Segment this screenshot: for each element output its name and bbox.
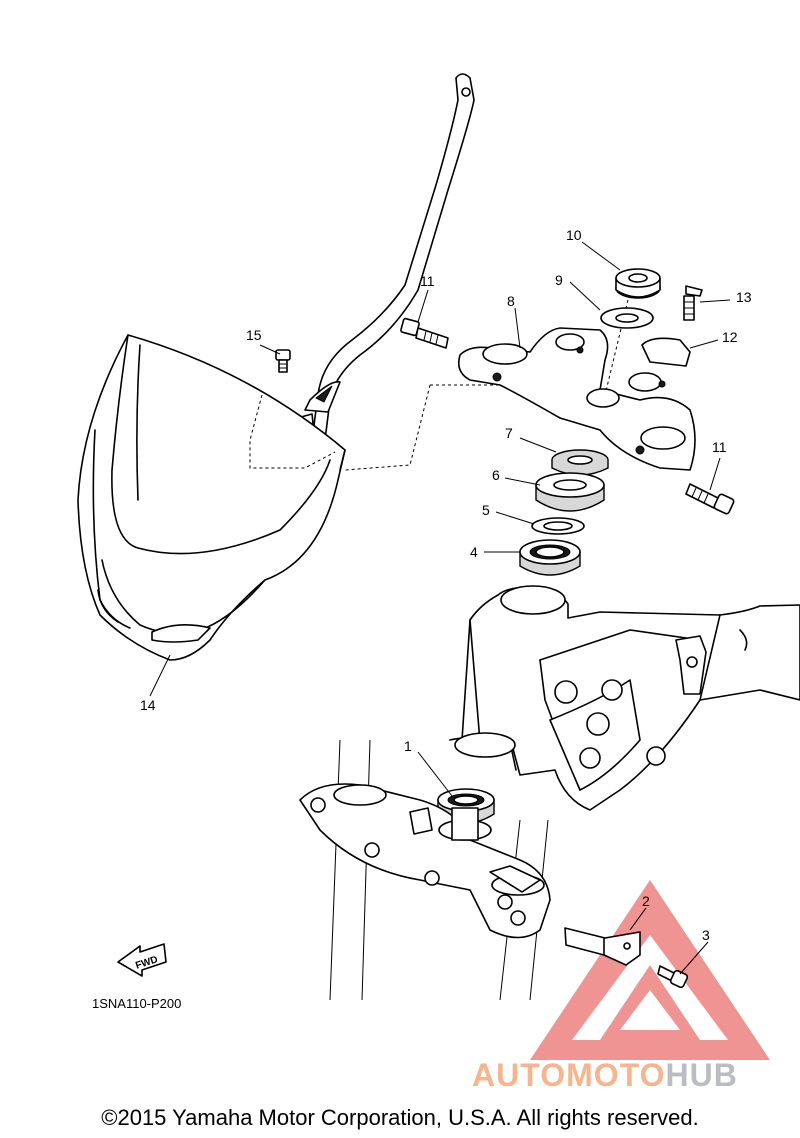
thin-washer	[531, 517, 585, 535]
callout-numbers: 10 9 8 11 13 12 7 11 6 5 4 1 15 14 2 3	[140, 227, 752, 943]
upper-bracket	[457, 327, 696, 471]
watermark-moto: MOTO	[566, 1057, 666, 1093]
ring-nut	[551, 449, 609, 476]
headlight-cowl	[77, 334, 346, 661]
watermark-hub: HUB	[665, 1057, 738, 1093]
fwd-arrow-icon: FWD	[117, 943, 167, 977]
callout-11-upper: 11	[420, 273, 435, 289]
dust-seal	[535, 472, 605, 512]
callout-10: 10	[566, 227, 582, 243]
bolt-15	[275, 349, 291, 373]
diagram-code: 1SNA110-P200	[92, 996, 182, 1011]
callout-6: 6	[492, 467, 500, 483]
upper-bearing	[519, 539, 581, 576]
watermark-auto: AUTO	[472, 1057, 567, 1093]
watermark-text: AUTOMOTOHUB	[472, 1057, 738, 1094]
handlebar-clamp	[641, 285, 703, 367]
callout-7: 7	[505, 425, 513, 441]
copyright-notice: ©2015 Yamaha Motor Corporation, U.S.A. A…	[101, 1105, 699, 1130]
callout-3: 3	[702, 927, 710, 943]
callout-11-lower: 11	[712, 439, 727, 455]
callout-13: 13	[736, 289, 752, 305]
bolt-3	[657, 965, 689, 989]
callout-5: 5	[482, 502, 490, 518]
bolt-11-lower	[685, 483, 735, 515]
cable-holder	[564, 927, 641, 966]
callout-15: 15	[246, 327, 262, 343]
callout-4: 4	[470, 544, 478, 560]
washer	[600, 307, 654, 329]
front-forks-and-lower-bracket	[299, 739, 551, 1001]
callout-14: 14	[140, 697, 156, 713]
motorcycle-frame	[449, 585, 800, 811]
headlight-stay-bracket	[289, 73, 475, 441]
bolt-11-upper	[400, 317, 449, 349]
watermark-triangle-logo	[530, 880, 770, 1060]
callout-1: 1	[404, 738, 412, 754]
callout-9: 9	[555, 272, 563, 288]
steering-stem-nut	[615, 268, 661, 299]
callout-leaders	[149, 241, 731, 975]
callout-8: 8	[507, 293, 515, 309]
callout-2: 2	[642, 893, 650, 909]
callout-12: 12	[722, 329, 738, 345]
